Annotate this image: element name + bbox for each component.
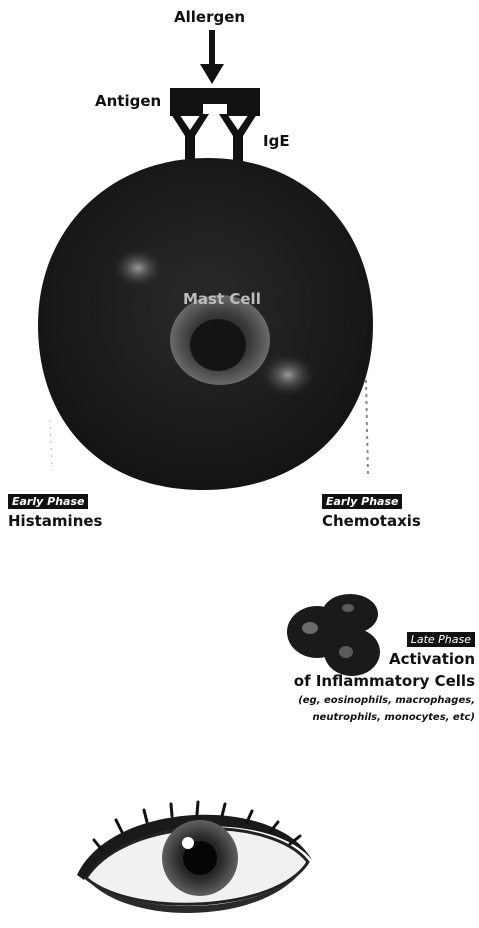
phase-title: Histamines — [8, 512, 102, 530]
eye-icon — [72, 780, 317, 928]
inflammatory-cells-icon — [282, 592, 392, 680]
late-phase-tag-wrap: Late Phase — [407, 628, 475, 647]
phase-tag: Late Phase — [407, 632, 475, 647]
phase-tag: Early Phase — [8, 494, 88, 509]
allergen-label: Allergen — [174, 8, 245, 26]
phase-tag: Early Phase — [322, 494, 402, 509]
late-phase-note-line2: neutrophils, monocytes, etc) — [312, 712, 475, 723]
late-phase-note-line1: (eg, eosinophils, macrophages, — [298, 695, 475, 706]
late-phase-title-line1: Activation — [389, 650, 475, 668]
mast-cell-label: Mast Cell — [183, 290, 261, 308]
phase-title: Chemotaxis — [322, 512, 421, 530]
antigen-label: Antigen — [95, 92, 161, 110]
ige-label: IgE — [263, 132, 290, 150]
late-phase-title-line2: of Inflammatory Cells — [294, 672, 475, 690]
right-phase: Early Phase Chemotaxis — [322, 490, 421, 530]
mast-cell-icon — [28, 150, 388, 500]
left-phase: Early Phase Histamines — [8, 490, 102, 530]
arrow-down-icon — [200, 30, 224, 86]
